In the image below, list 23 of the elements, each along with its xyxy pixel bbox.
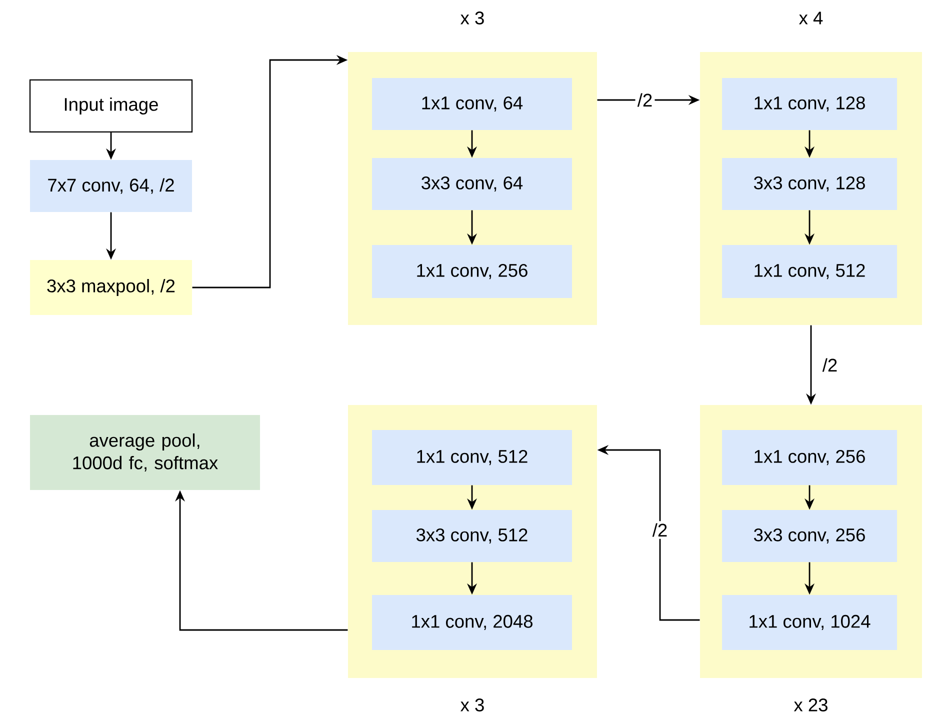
repeat-count: x 3: [460, 12, 484, 24]
conv-box: 1x1 conv, 512: [722, 245, 898, 298]
conv-box: 1x1 conv, 256: [722, 430, 898, 486]
edge-label: /2: [650, 521, 670, 539]
input-box: Input image: [29, 79, 193, 133]
repeat-count: x 23: [794, 698, 828, 712]
repeat-count: x 4: [799, 12, 823, 24]
output-box: average pool, 1000d fc, softmax: [30, 414, 260, 490]
conv-box: 1x1 conv, 2048: [372, 594, 572, 650]
edge-label: /2: [635, 91, 655, 109]
pool-box: 3x3 maxpool, /2: [30, 260, 192, 316]
conv-box: 3x3 conv, 128: [722, 158, 898, 210]
repeat-count: x 3: [460, 698, 484, 712]
conv-box: 3x3 conv, 64: [372, 158, 572, 210]
conv-box: 1x1 conv, 512: [372, 430, 572, 486]
conv-box: 3x3 conv, 256: [722, 510, 898, 562]
conv-box: 1x1 conv, 64: [372, 78, 572, 130]
conv-box: 1x1 conv, 128: [722, 78, 898, 130]
conv-box: 1x1 conv, 256: [372, 245, 572, 298]
conv-box: 7x7 conv, 64, /2: [30, 160, 192, 212]
conv-box: 3x3 conv, 512: [372, 510, 572, 562]
edge-label: /2: [820, 356, 840, 374]
conv-box: 1x1 conv, 1024: [722, 594, 898, 650]
